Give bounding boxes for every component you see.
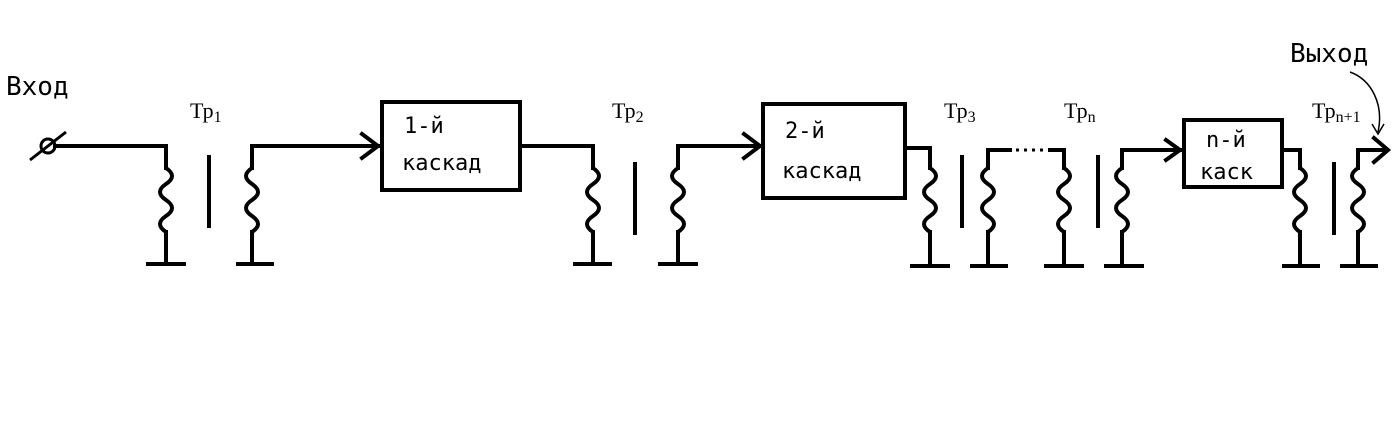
stage1-to-tr2-wire (518, 144, 595, 170)
input-label: Вход (6, 72, 69, 102)
trn1-primary-coil-icon (1292, 166, 1308, 234)
tr1-to-stage1-wire (250, 144, 380, 170)
input-terminal-slash (29, 130, 67, 162)
trn-primary-lead-top (1048, 148, 1066, 170)
stage2-arrow-icon (741, 131, 764, 161)
stage-2-line1: 2-й (785, 119, 825, 144)
tr3-secondary-lead-top (986, 148, 1012, 170)
tr3-secondary-coil-icon (980, 166, 996, 234)
trn1-label: Трn+1 (1312, 98, 1361, 126)
stage-2-block (761, 102, 907, 200)
trn-label: Трn (1064, 98, 1096, 126)
tr3-primary-coil-icon (922, 166, 938, 234)
stage-1-block (380, 100, 522, 192)
output-label: Выход (1290, 39, 1368, 69)
stagen-to-trn1-wire (1280, 148, 1302, 170)
stage-n-block (1182, 118, 1284, 189)
stage-1-line2: каскад (402, 151, 481, 176)
stage1-arrow-icon (359, 131, 382, 161)
stage2-to-tr3-wire (903, 146, 932, 170)
output-pointer-curve (1349, 71, 1381, 133)
tr1-primary-coil-icon (158, 166, 174, 234)
stage-n-line1: n-й (1206, 128, 1246, 153)
output-arrow-icon (1371, 135, 1392, 165)
stage-2-line2: каскад (782, 159, 861, 184)
tr2-primary-coil-icon (585, 166, 601, 234)
tr1-label: Тр1 (190, 98, 222, 126)
stage-n-line2: каск (1200, 160, 1253, 185)
trn-primary-coil-icon (1056, 166, 1072, 234)
stagen-arrow-icon (1163, 137, 1184, 163)
tr2-secondary-coil-icon (670, 166, 686, 234)
tr3-label: Тр3 (944, 98, 976, 126)
input-wire (53, 144, 168, 170)
output-pointer-arrow-icon (1371, 123, 1385, 136)
output-wire (1356, 148, 1388, 170)
trn-to-stagen-wire (1120, 148, 1182, 170)
tr2-to-stage2-wire (676, 144, 762, 170)
stage-1-line1: 1-й (404, 114, 444, 139)
trn-secondary-coil-icon (1114, 166, 1130, 234)
trn1-secondary-coil-icon (1350, 166, 1366, 234)
tr1-secondary-coil-icon (244, 166, 260, 234)
tr2-label: Тр2 (612, 98, 644, 126)
